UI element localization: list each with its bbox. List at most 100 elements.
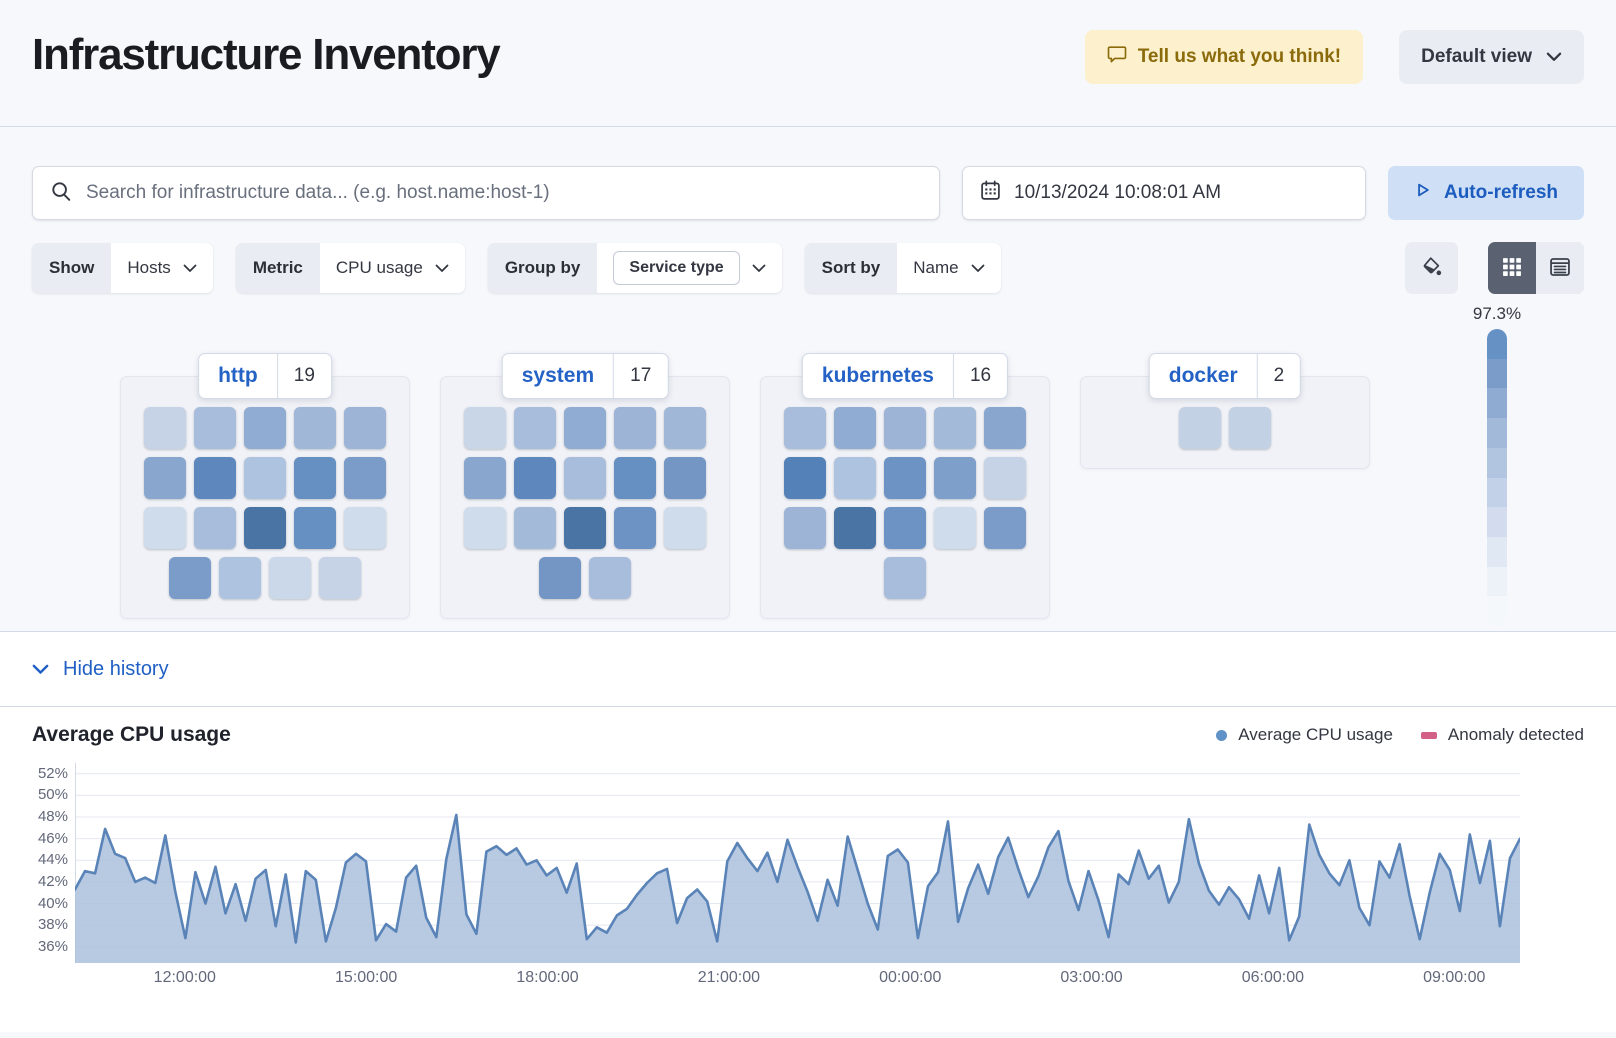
host-tile[interactable] <box>784 507 826 549</box>
group-name-link[interactable]: http <box>199 364 277 388</box>
host-tile[interactable] <box>464 507 506 549</box>
host-tile[interactable] <box>934 457 976 499</box>
host-tile[interactable] <box>514 407 556 449</box>
feedback-button[interactable]: Tell us what you think! <box>1085 30 1363 84</box>
chart-canvas[interactable] <box>75 763 1520 963</box>
host-tile[interactable] <box>344 507 386 549</box>
host-tile[interactable] <box>169 557 211 599</box>
host-tile[interactable] <box>614 407 656 449</box>
scale-step <box>1487 537 1507 567</box>
host-tile[interactable] <box>344 407 386 449</box>
host-tile[interactable] <box>144 457 186 499</box>
host-tile[interactable] <box>664 407 706 449</box>
group-badge-kubernetes[interactable]: kubernetes16 <box>802 353 1008 399</box>
host-tile[interactable] <box>589 557 631 599</box>
group-name-link[interactable]: docker <box>1150 364 1257 388</box>
sort-by-control[interactable]: Sort by Name <box>805 243 1001 293</box>
y-axis-tick-label: 40% <box>32 895 68 912</box>
host-tile[interactable] <box>294 507 336 549</box>
search-input[interactable] <box>86 182 922 204</box>
host-tile[interactable] <box>984 507 1026 549</box>
host-tile[interactable] <box>144 507 186 549</box>
legend-item[interactable]: Anomaly detected <box>1421 725 1584 745</box>
host-tile[interactable] <box>884 557 926 599</box>
group-by-control[interactable]: Group by Service type <box>488 243 782 293</box>
host-tile[interactable] <box>319 557 361 599</box>
calendar-icon <box>980 180 1001 207</box>
host-tile[interactable] <box>1229 407 1271 449</box>
host-tile[interactable] <box>834 407 876 449</box>
host-tile[interactable] <box>564 407 606 449</box>
group-name-link[interactable]: system <box>503 364 613 388</box>
host-tile[interactable] <box>514 457 556 499</box>
host-tile[interactable] <box>784 457 826 499</box>
host-tile[interactable] <box>934 407 976 449</box>
tile-row <box>144 457 386 499</box>
legend-item[interactable]: Average CPU usage <box>1216 725 1393 745</box>
host-tile[interactable] <box>194 507 236 549</box>
host-tile[interactable] <box>344 457 386 499</box>
host-tile[interactable] <box>664 507 706 549</box>
host-tile[interactable] <box>294 407 336 449</box>
host-tile[interactable] <box>219 557 261 599</box>
host-tile[interactable] <box>539 557 581 599</box>
host-tile[interactable] <box>294 457 336 499</box>
group-count: 2 <box>1258 365 1301 387</box>
group-name-link[interactable]: kubernetes <box>803 364 953 388</box>
show-label: Show <box>32 243 111 293</box>
group-card-kubernetes: kubernetes16 <box>760 376 1050 619</box>
cpu-usage-plot[interactable]: 52%50%48%46%44%42%40%38%36%12:00:0015:00… <box>32 763 1584 1003</box>
grid-view-button[interactable] <box>1488 242 1536 294</box>
host-tile[interactable] <box>514 507 556 549</box>
chevron-down-icon <box>971 258 985 278</box>
group-badge-http[interactable]: http19 <box>198 353 332 399</box>
host-tile[interactable] <box>884 407 926 449</box>
group-badge-docker[interactable]: docker2 <box>1149 353 1301 399</box>
metric-label: Metric <box>236 243 320 293</box>
host-tile[interactable] <box>934 507 976 549</box>
host-tile[interactable] <box>194 457 236 499</box>
host-tile[interactable] <box>614 457 656 499</box>
host-tile[interactable] <box>464 457 506 499</box>
host-tile[interactable] <box>464 407 506 449</box>
group-count: 19 <box>278 365 331 387</box>
table-view-button[interactable] <box>1536 242 1584 294</box>
tile-row <box>464 507 706 549</box>
host-tile[interactable] <box>884 457 926 499</box>
tile-row <box>464 457 706 499</box>
default-view-button[interactable]: Default view <box>1399 30 1584 84</box>
host-tile[interactable] <box>664 457 706 499</box>
group-badge-system[interactable]: system17 <box>502 353 669 399</box>
date-picker[interactable]: 10/13/2024 10:08:01 AM <box>962 166 1366 220</box>
metric-control[interactable]: Metric CPU usage <box>236 243 465 293</box>
host-tile[interactable] <box>194 407 236 449</box>
page-header: Infrastructure Inventory Tell us what yo… <box>0 0 1616 127</box>
host-tile[interactable] <box>564 507 606 549</box>
legend-dot-marker <box>1216 730 1227 741</box>
x-axis-tick-label: 06:00:00 <box>1228 969 1318 987</box>
host-tile[interactable] <box>144 407 186 449</box>
group-by-value-pill[interactable]: Service type <box>613 251 739 285</box>
group-card-http: http19 <box>120 376 410 619</box>
host-tile[interactable] <box>834 507 876 549</box>
feedback-button-label: Tell us what you think! <box>1138 46 1341 68</box>
host-tile[interactable] <box>884 507 926 549</box>
chevron-down-icon <box>752 258 766 278</box>
host-tile[interactable] <box>244 507 286 549</box>
host-tile[interactable] <box>784 407 826 449</box>
host-tile[interactable] <box>244 407 286 449</box>
host-tile[interactable] <box>834 457 876 499</box>
host-tile[interactable] <box>564 457 606 499</box>
group-count: 17 <box>614 365 667 387</box>
host-tile[interactable] <box>269 557 311 599</box>
auto-refresh-button[interactable]: Auto-refresh <box>1388 166 1584 220</box>
host-tile[interactable] <box>984 407 1026 449</box>
host-tile[interactable] <box>614 507 656 549</box>
show-control[interactable]: Show Hosts <box>32 243 213 293</box>
host-tile[interactable] <box>984 457 1026 499</box>
host-tile[interactable] <box>244 457 286 499</box>
x-axis-tick-label: 15:00:00 <box>321 969 411 987</box>
legend-options-button[interactable] <box>1405 242 1458 294</box>
hide-history-toggle[interactable]: Hide history <box>32 658 169 681</box>
host-tile[interactable] <box>1179 407 1221 449</box>
